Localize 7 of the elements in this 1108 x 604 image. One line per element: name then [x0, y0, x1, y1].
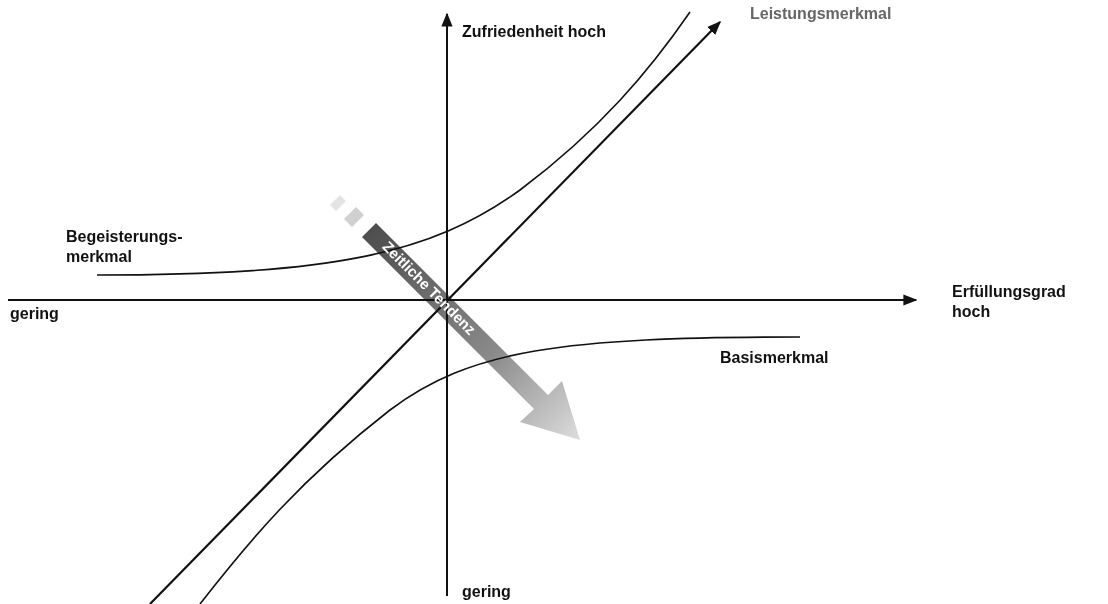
axis-label: gering — [10, 304, 60, 324]
curve-label: Basismerkmal — [720, 348, 830, 368]
curve-label: Leistungsmerkmal — [750, 4, 893, 24]
axis-label: Zufriedenheit hoch — [462, 22, 607, 42]
axis-label: gering — [462, 582, 512, 602]
axis-label: Erfüllungsgrad hoch — [952, 282, 1067, 322]
curve-label: Begeisterungs-merkmal — [66, 227, 184, 267]
